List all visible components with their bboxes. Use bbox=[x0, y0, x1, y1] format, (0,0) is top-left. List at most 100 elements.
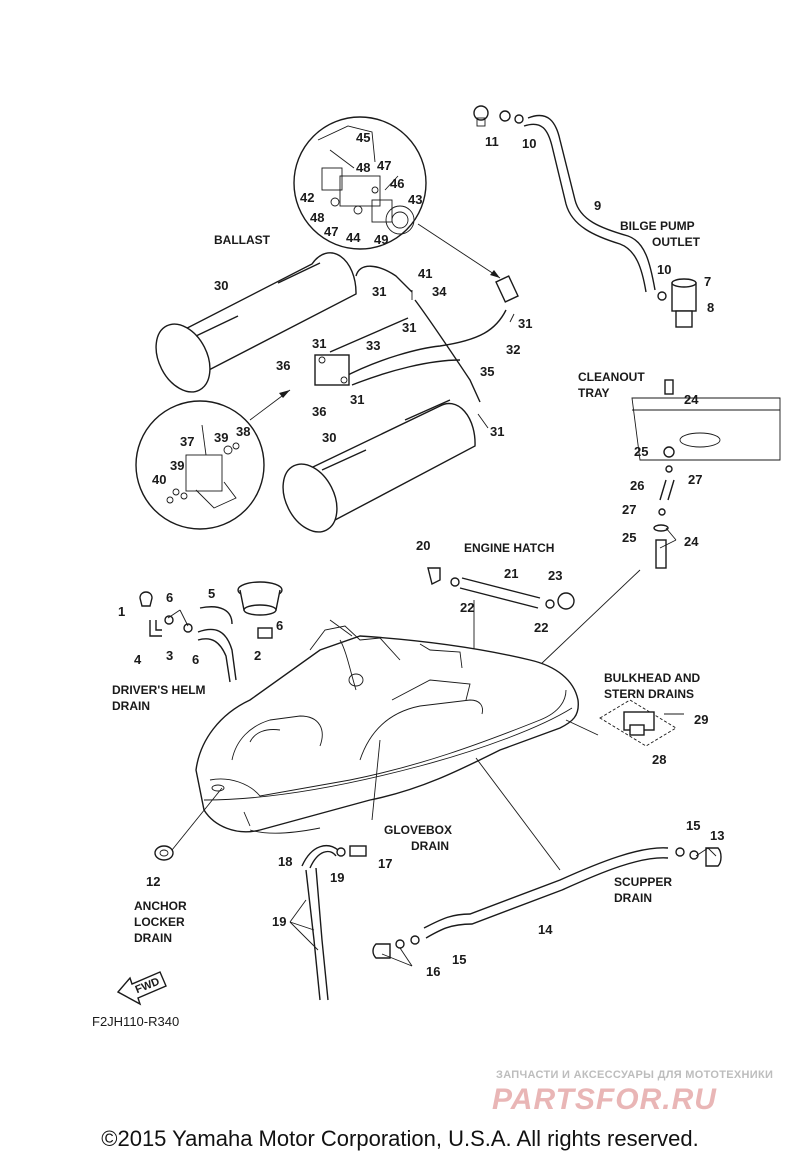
watermark-tagline: ЗАПЧАСТИ И АКСЕССУАРЫ ДЛЯ МОТОТЕХНИКИ bbox=[496, 1069, 774, 1081]
part-label: 39 bbox=[170, 458, 184, 473]
part-label: 5 bbox=[208, 586, 215, 601]
caption-drivers-helm-1: DRIVER'S HELM bbox=[112, 683, 206, 697]
part-label: 24 bbox=[684, 392, 699, 407]
part-label: 38 bbox=[236, 424, 250, 439]
part-label: 17 bbox=[378, 856, 392, 871]
part-label: 19 bbox=[330, 870, 344, 885]
part-label: 10 bbox=[522, 136, 536, 151]
caption-engine-hatch: ENGINE HATCH bbox=[464, 541, 554, 555]
part-label: 25 bbox=[622, 530, 636, 545]
ballast-hoses bbox=[249, 265, 519, 421]
part-label: 43 bbox=[408, 192, 422, 207]
caption-bilge-pump-outlet-1: BILGE PUMP bbox=[620, 219, 695, 233]
cleanout-tray-assembly bbox=[539, 379, 781, 666]
caption-scupper-1: SCUPPER bbox=[614, 875, 672, 889]
caption-scupper-2: DRAIN bbox=[614, 891, 652, 905]
part-label: 21 bbox=[504, 566, 518, 581]
part-label: 36 bbox=[312, 404, 326, 419]
part-label: 49 bbox=[374, 232, 388, 247]
part-label: 27 bbox=[688, 472, 702, 487]
part-label: 48 bbox=[356, 160, 370, 175]
part-label: 13 bbox=[710, 828, 724, 843]
part-label: 1 bbox=[118, 604, 125, 619]
caption-cleanout-tray-2: TRAY bbox=[578, 386, 610, 400]
callout-leaders bbox=[167, 313, 717, 967]
part-label: 42 bbox=[300, 190, 314, 205]
part-label: 31 bbox=[372, 284, 386, 299]
copyright-notice: ©2015 Yamaha Motor Corporation, U.S.A. A… bbox=[101, 1126, 699, 1151]
part-label: 48 bbox=[310, 210, 324, 225]
part-label: 6 bbox=[192, 652, 199, 667]
part-label: 4 bbox=[134, 652, 142, 667]
part-label: 39 bbox=[214, 430, 228, 445]
part-label: 29 bbox=[694, 712, 708, 727]
anchor-locker-drain bbox=[154, 845, 174, 861]
part-label: 3 bbox=[166, 648, 173, 663]
part-label: 36 bbox=[276, 358, 290, 373]
part-label: 33 bbox=[366, 338, 380, 353]
drawing-code: F2JH110-R340 bbox=[92, 1014, 179, 1029]
part-label: 9 bbox=[594, 198, 601, 213]
pump-detail-inset bbox=[135, 400, 265, 530]
part-label: 47 bbox=[324, 224, 338, 239]
part-label: 31 bbox=[350, 392, 364, 407]
part-label: 44 bbox=[346, 230, 361, 245]
part-label: 20 bbox=[416, 538, 430, 553]
part-label: 15 bbox=[686, 818, 700, 833]
bulkhead-stern-drain-assembly bbox=[599, 699, 684, 747]
part-label: 14 bbox=[538, 922, 553, 937]
part-label: 40 bbox=[152, 472, 166, 487]
part-label: 47 bbox=[377, 158, 391, 173]
part-label: 22 bbox=[460, 600, 474, 615]
caption-glovebox-1: GLOVEBOX bbox=[384, 823, 452, 837]
drivers-helm-drain-assembly bbox=[139, 581, 283, 683]
ballast-tank-lower bbox=[282, 399, 476, 533]
part-label: 11 bbox=[485, 134, 499, 149]
fwd-arrow-icon: FWD bbox=[116, 971, 167, 1006]
part-label: 27 bbox=[622, 502, 636, 517]
caption-bilge-pump-outlet-2: OUTLET bbox=[652, 235, 701, 249]
part-label: 10 bbox=[657, 262, 671, 277]
caption-ballast: BALLAST bbox=[214, 233, 271, 247]
caption-anchor-2: LOCKER bbox=[134, 915, 185, 929]
part-label: 37 bbox=[180, 434, 194, 449]
caption-anchor-1: ANCHOR bbox=[134, 899, 187, 913]
watermark-logo: PARTSFOR.RU bbox=[492, 1083, 717, 1116]
part-label: 26 bbox=[630, 478, 644, 493]
part-label: 32 bbox=[506, 342, 520, 357]
part-label: 30 bbox=[322, 430, 336, 445]
boat-hull bbox=[195, 625, 579, 834]
part-label: 28 bbox=[652, 752, 666, 767]
part-label: 31 bbox=[312, 336, 326, 351]
part-label: 23 bbox=[548, 568, 562, 583]
part-label: 45 bbox=[356, 130, 370, 145]
caption-glovebox-2: DRAIN bbox=[411, 839, 449, 853]
part-label: 34 bbox=[432, 284, 447, 299]
part-label: 41 bbox=[418, 266, 432, 281]
part-label: 22 bbox=[534, 620, 548, 635]
caption-cleanout-tray-1: CLEANOUT bbox=[578, 370, 645, 384]
scupper-drain-assembly bbox=[372, 847, 722, 959]
part-label: 46 bbox=[390, 176, 404, 191]
part-label: 8 bbox=[707, 300, 714, 315]
part-label: 31 bbox=[490, 424, 504, 439]
engine-hatch-assembly bbox=[427, 567, 575, 660]
leader-lines bbox=[171, 619, 599, 871]
part-label: 2 bbox=[254, 648, 261, 663]
part-label: 31 bbox=[518, 316, 532, 331]
part-label: 6 bbox=[166, 590, 173, 605]
caption-bulkhead-1: BULKHEAD AND bbox=[604, 671, 701, 685]
caption-bulkhead-2: STERN DRAINS bbox=[604, 687, 694, 701]
part-label: 18 bbox=[278, 854, 292, 869]
part-label: 31 bbox=[402, 320, 416, 335]
part-label: 6 bbox=[276, 618, 283, 633]
part-label: 19 bbox=[272, 914, 286, 929]
bilge-pump-outlet-assembly bbox=[473, 105, 697, 328]
part-label: 7 bbox=[704, 274, 711, 289]
part-label: 35 bbox=[480, 364, 494, 379]
part-label: 15 bbox=[452, 952, 466, 967]
caption-anchor-3: DRAIN bbox=[134, 931, 172, 945]
ballast-tank-upper bbox=[155, 252, 357, 393]
